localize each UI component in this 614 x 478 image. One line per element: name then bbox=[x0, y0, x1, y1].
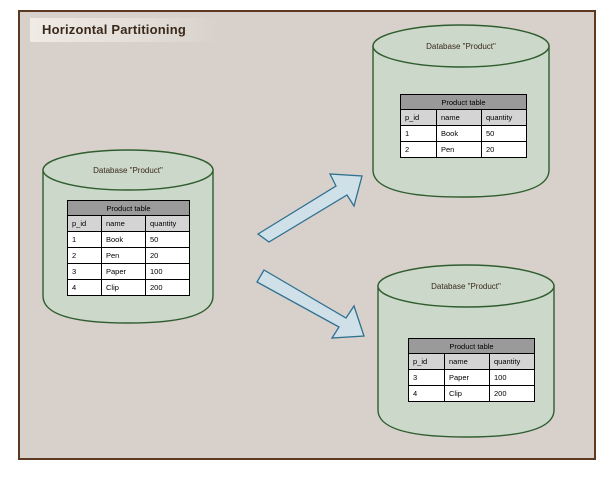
column-header-quantity: quantity bbox=[481, 109, 527, 126]
cell-quantity: 20 bbox=[145, 247, 190, 264]
column-header-name: name bbox=[436, 109, 482, 126]
column-header-name: name bbox=[101, 215, 146, 232]
table-row: 3 Paper 100 bbox=[67, 263, 190, 280]
cell-name: Paper bbox=[444, 369, 490, 386]
column-header-name: name bbox=[444, 353, 490, 370]
table-title-row: Product table bbox=[408, 338, 535, 354]
table-title: Product table bbox=[67, 200, 190, 216]
cell-quantity: 100 bbox=[145, 263, 190, 280]
diagram-canvas: Horizontal Partitioning Database "Produc… bbox=[18, 10, 596, 460]
column-header-p-id: p_id bbox=[67, 215, 102, 232]
database-partition-bottom: Database "Product" Product table p_id na… bbox=[375, 260, 557, 440]
page-title: Horizontal Partitioning bbox=[42, 22, 186, 37]
table-header-row: p_id name quantity bbox=[67, 215, 190, 232]
database-label: Database "Product" bbox=[426, 42, 496, 51]
cell-p-id: 2 bbox=[400, 141, 437, 158]
column-header-p-id: p_id bbox=[408, 353, 445, 370]
table-row: 1 Book 50 bbox=[400, 125, 527, 142]
database-label: Database "Product" bbox=[431, 282, 501, 291]
cell-name: Clip bbox=[101, 279, 146, 296]
column-header-quantity: quantity bbox=[145, 215, 190, 232]
product-table-partition-top: Product table p_id name quantity 1 Book … bbox=[400, 94, 527, 158]
cell-name: Book bbox=[101, 231, 146, 248]
cell-p-id: 1 bbox=[67, 231, 102, 248]
cell-name: Pen bbox=[436, 141, 482, 158]
cell-quantity: 100 bbox=[489, 369, 535, 386]
database-source: Database "Product" Product table p_id na… bbox=[40, 146, 216, 326]
cell-p-id: 2 bbox=[67, 247, 102, 264]
cell-quantity: 200 bbox=[145, 279, 190, 296]
table-title-row: Product table bbox=[67, 200, 190, 216]
product-table-partition-bottom: Product table p_id name quantity 3 Paper… bbox=[408, 338, 535, 402]
cell-name: Book bbox=[436, 125, 482, 142]
cell-p-id: 3 bbox=[67, 263, 102, 280]
arrow-to-bottom-partition bbox=[256, 269, 365, 339]
table-title-row: Product table bbox=[400, 94, 527, 110]
table-row: 4 Clip 200 bbox=[67, 279, 190, 296]
cell-quantity: 200 bbox=[489, 385, 535, 402]
arrow-to-top-partition bbox=[256, 173, 363, 243]
cell-p-id: 3 bbox=[408, 369, 445, 386]
cell-quantity: 20 bbox=[481, 141, 527, 158]
table-title: Product table bbox=[400, 94, 527, 110]
table-header-row: p_id name quantity bbox=[408, 353, 535, 370]
table-row: 4 Clip 200 bbox=[408, 385, 535, 402]
column-header-quantity: quantity bbox=[489, 353, 535, 370]
table-row: 2 Pen 20 bbox=[400, 141, 527, 158]
cell-p-id: 1 bbox=[400, 125, 437, 142]
table-row: 1 Book 50 bbox=[67, 231, 190, 248]
database-partition-top: Database "Product" Product table p_id na… bbox=[370, 20, 552, 200]
title-highlight-band bbox=[30, 18, 220, 42]
cell-p-id: 4 bbox=[408, 385, 445, 402]
table-row: 2 Pen 20 bbox=[67, 247, 190, 264]
column-header-p-id: p_id bbox=[400, 109, 437, 126]
cell-name: Paper bbox=[101, 263, 146, 280]
table-title: Product table bbox=[408, 338, 535, 354]
database-label: Database "Product" bbox=[93, 166, 163, 175]
table-header-row: p_id name quantity bbox=[400, 109, 527, 126]
cell-p-id: 4 bbox=[67, 279, 102, 296]
cell-quantity: 50 bbox=[481, 125, 527, 142]
table-row: 3 Paper 100 bbox=[408, 369, 535, 386]
cell-quantity: 50 bbox=[145, 231, 190, 248]
cell-name: Clip bbox=[444, 385, 490, 402]
product-table-source: Product table p_id name quantity 1 Book … bbox=[67, 200, 190, 296]
cell-name: Pen bbox=[101, 247, 146, 264]
